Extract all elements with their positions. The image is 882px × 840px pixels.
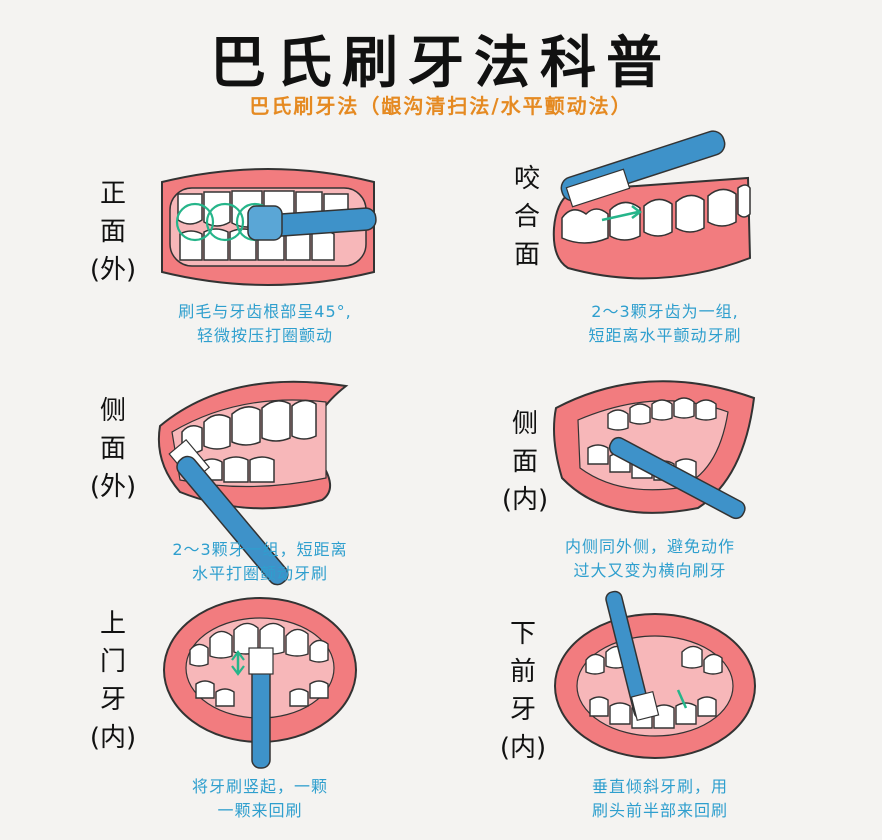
- caption-upper-front-inner: 将牙刷竖起，一颗 一颗来回刷: [191, 777, 328, 820]
- caption-front-outer: 刷毛与牙齿根部呈45°, 轻微按压打圈颤动: [178, 302, 352, 345]
- page-subtitle: 巴氏刷牙法（龈沟清扫法/水平颤动法）: [249, 94, 633, 118]
- occlusal-illustration: [552, 130, 752, 280]
- label-side-inner: 侧 面 (内): [501, 409, 549, 515]
- caption-side-outer: 2～3颗牙一组，短距离 水平打圈颤动牙刷: [172, 540, 348, 583]
- side-inner-illustration: [553, 380, 756, 520]
- label-upper-front-inner: 上 门 牙 (内): [89, 609, 137, 753]
- page-title: 巴氏刷牙法科普: [210, 31, 672, 96]
- caption-lower-front-inner: 垂直倾斜牙刷，用 刷头前半部来回刷: [591, 777, 728, 820]
- caption-side-inner: 内侧同外侧，避免动作 过大又变为横向刷牙: [564, 537, 735, 580]
- label-occlusal: 咬 合 面: [513, 164, 540, 270]
- label-side-outer: 侧 面 (外): [89, 396, 137, 502]
- lower-front-inner-illustration: [554, 590, 756, 759]
- front-outer-illustration: [161, 168, 377, 286]
- upper-front-inner-illustration: [163, 597, 357, 769]
- side-outer-illustration: [157, 380, 349, 586]
- caption-occlusal: 2～3颗牙齿为一组, 短距离水平颤动牙刷: [588, 302, 742, 345]
- label-lower-front-inner: 下 前 牙 (内): [499, 619, 547, 763]
- label-front-outer: 正 面 (外): [89, 179, 137, 285]
